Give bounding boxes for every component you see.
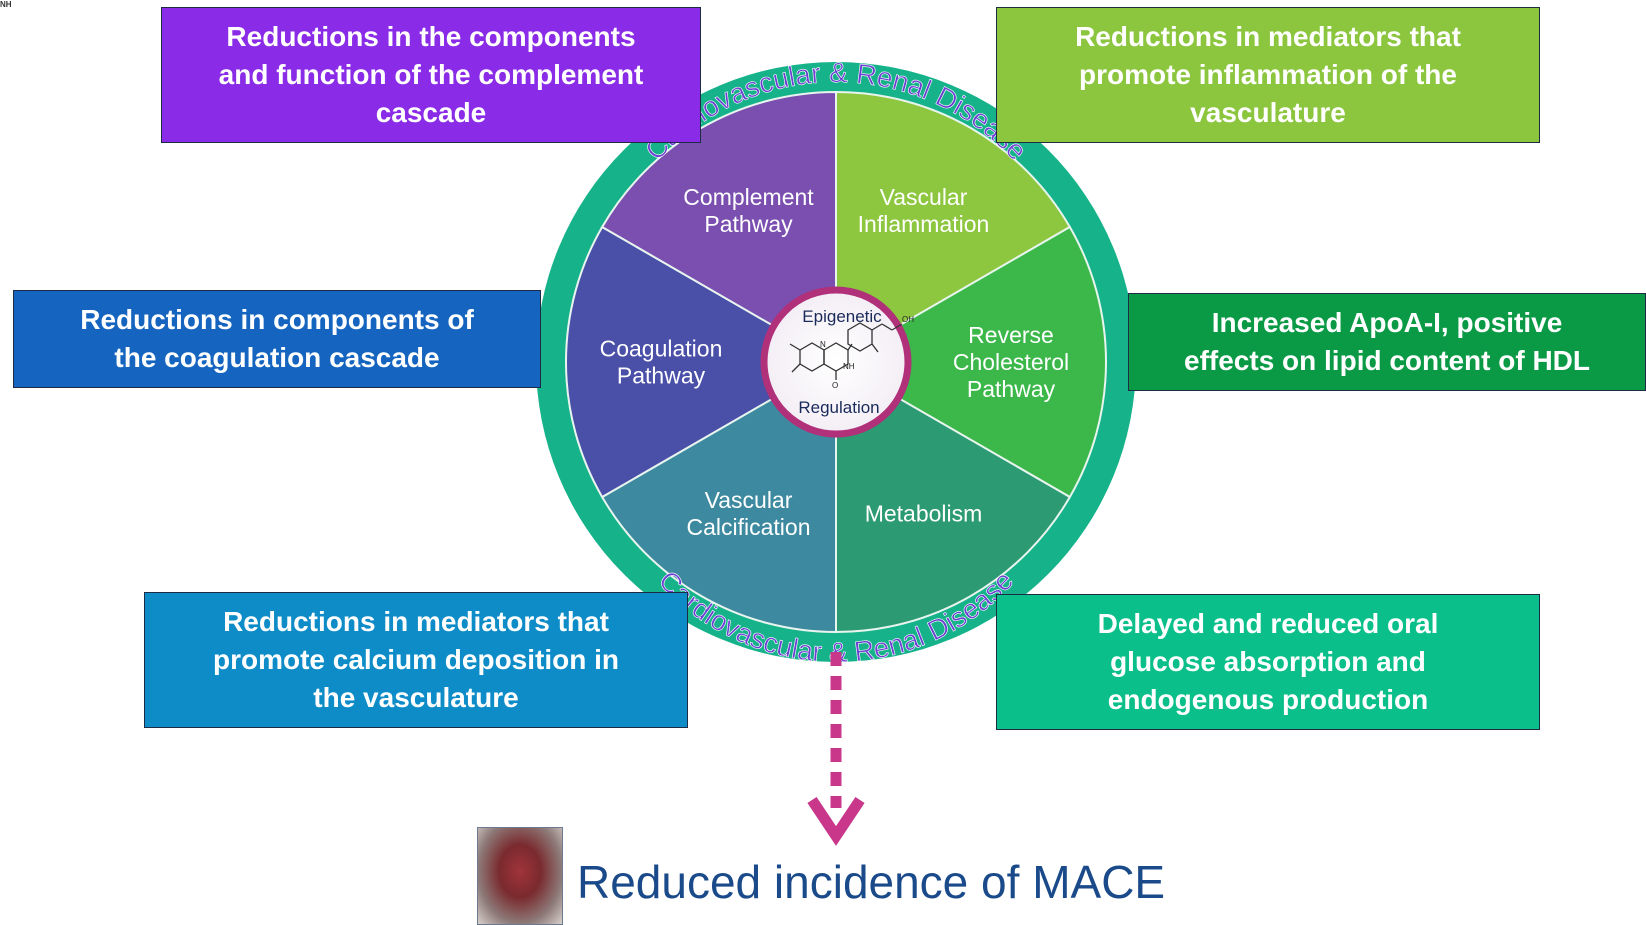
corner-mark: NH bbox=[0, 0, 12, 9]
center-hub: Epigenetic Regulation N NH O OH bbox=[760, 286, 914, 438]
molecule-icon: N NH O OH bbox=[789, 315, 914, 390]
molecule-nh-label: NH bbox=[843, 362, 855, 371]
outcome-text: Reduced incidence of MACE bbox=[577, 856, 1166, 908]
center-top-label: Epigenetic bbox=[802, 307, 882, 326]
wheel-segment bbox=[600, 360, 837, 634]
center-bottom-label: Regulation bbox=[798, 398, 879, 417]
heart-image bbox=[477, 827, 563, 925]
wheel-segment bbox=[565, 225, 839, 499]
apoa-box: Increased ApoA-I, positive effects on li… bbox=[1128, 293, 1646, 391]
calcium-box: Reductions in mediators that promote cal… bbox=[144, 592, 688, 728]
segment-label: Metabolism bbox=[865, 501, 983, 527]
molecule-oh-label: OH bbox=[902, 315, 914, 324]
complement-box: Reductions in the components and functio… bbox=[161, 7, 701, 143]
down-arrow bbox=[807, 652, 865, 846]
wheel-segments bbox=[565, 90, 1107, 634]
molecule-n-label: N bbox=[820, 340, 826, 349]
inflammation-box: Reductions in mediators that promote inf… bbox=[996, 7, 1540, 143]
wheel-segment bbox=[833, 225, 1107, 499]
center-circle bbox=[760, 286, 912, 438]
wheel-segment bbox=[835, 90, 1072, 364]
glucose-box: Delayed and reduced oral glucose absorpt… bbox=[996, 594, 1540, 730]
molecule-o-label: O bbox=[832, 381, 838, 390]
wheel-segment bbox=[600, 90, 837, 364]
wheel-segment bbox=[835, 360, 1072, 634]
coagulation-box: Reductions in components of the coagulat… bbox=[13, 290, 541, 388]
